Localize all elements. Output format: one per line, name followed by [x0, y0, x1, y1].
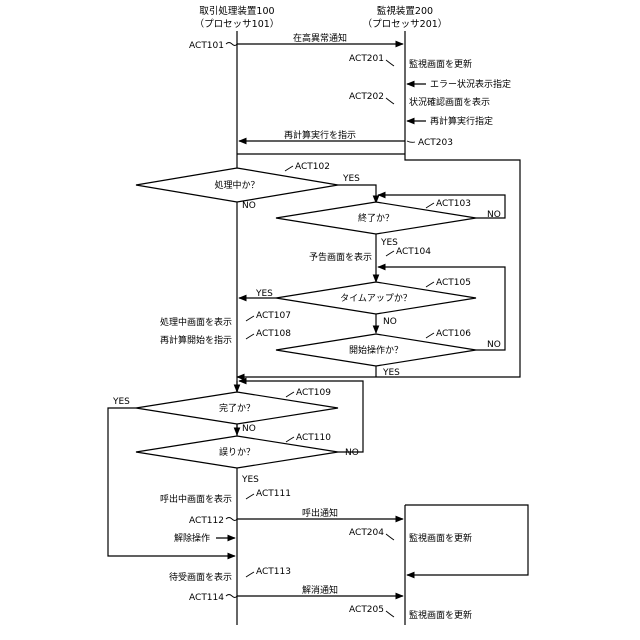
act108-tick — [246, 334, 254, 339]
release-notice-label: 解消通知 — [302, 584, 338, 596]
update-monitor-3: 監視画面を更新 — [409, 609, 472, 621]
no-103: NO — [487, 210, 501, 220]
act205-label: ACT205 — [349, 605, 384, 615]
act203-tick — [407, 141, 415, 142]
act103-tick — [426, 203, 434, 208]
yes-109: YES — [112, 397, 130, 407]
no-105: NO — [383, 317, 397, 327]
notice-screen-label: 予告画面を表示 — [309, 251, 372, 263]
act107-tick — [246, 316, 254, 321]
yes-106: YES — [382, 368, 400, 378]
act204-label: ACT204 — [349, 528, 384, 538]
yes-110: YES — [241, 475, 259, 485]
left-lifeline-subtitle: （プロセッサ101） — [195, 18, 280, 30]
act109-tick — [286, 392, 294, 397]
act110-label: ACT110 — [296, 433, 331, 443]
yes102-path — [338, 185, 376, 203]
left-lifeline-title: 取引処理装置100 — [199, 5, 274, 17]
act102-label: ACT102 — [295, 162, 330, 172]
act108-label: ACT108 — [256, 329, 291, 339]
decision-processing-text: 処理中か？ — [214, 179, 259, 191]
no-110: NO — [345, 448, 359, 458]
update-monitor-2: 監視画面を更新 — [409, 532, 472, 544]
act104-tick — [386, 251, 394, 256]
standby-screen-label: 待受画面を表示 — [169, 571, 232, 583]
no-106: NO — [487, 340, 501, 350]
yes-102: YES — [342, 174, 360, 184]
call-notice-label: 呼出通知 — [302, 507, 338, 519]
recalc-start-label: 再計算開始を指示 — [160, 334, 232, 346]
act110-tick — [286, 437, 294, 442]
act109-label: ACT109 — [296, 388, 331, 398]
right-lifeline-subtitle: （プロセッサ201） — [363, 18, 448, 30]
act114-label: ACT114 — [189, 593, 224, 603]
error-status-display: エラー状況表示指定 — [430, 78, 511, 90]
recalc-instruct-label: 再計算実行を指示 — [284, 129, 356, 141]
decision-finished-text: 終了か？ — [358, 212, 394, 224]
act205-tick — [386, 611, 394, 617]
recalc-designation: 再計算実行指定 — [430, 115, 493, 127]
act104-label: ACT104 — [396, 247, 431, 257]
act101-label: ACT101 — [189, 41, 224, 51]
act112-tick — [226, 518, 237, 521]
act103-label: ACT103 — [436, 199, 471, 209]
act113-label: ACT113 — [256, 567, 291, 577]
act202-label: ACT202 — [349, 92, 384, 102]
decision-error-text: 誤りか？ — [219, 446, 255, 458]
release-operation-label: 解除操作 — [174, 532, 210, 544]
yes109-path — [108, 408, 235, 556]
act105-label: ACT105 — [436, 278, 471, 288]
act102-tick — [285, 166, 293, 171]
update-monitor-1: 監視画面を更新 — [409, 58, 472, 70]
decision-start-op-text: 開始操作か？ — [349, 344, 403, 356]
act111-tick — [246, 494, 254, 499]
show-status-check: 状況確認画面を表示 — [409, 96, 490, 108]
act106-tick — [426, 333, 434, 338]
act202-tick — [386, 98, 394, 104]
act201-label: ACT201 — [349, 54, 384, 64]
anomaly-notice-label: 在高異常通知 — [293, 32, 347, 44]
processing-screen-label: 処理中画面を表示 — [160, 316, 232, 328]
decision-timeup-text: タイムアップか？ — [340, 293, 412, 304]
act111-label: ACT111 — [256, 489, 291, 499]
act113-tick — [246, 572, 254, 577]
act106-label: ACT106 — [436, 329, 471, 339]
act107-label: ACT107 — [256, 311, 291, 321]
decision-complete-text: 完了か？ — [219, 402, 255, 414]
right-lifeline-title: 監視装置200 — [377, 5, 433, 17]
no-102: NO — [242, 201, 256, 211]
call-screen-label: 呼出中画面を表示 — [160, 493, 232, 505]
act201-tick — [386, 60, 394, 66]
act204-tick — [386, 534, 394, 540]
act112-label: ACT112 — [189, 516, 224, 526]
act101-tick — [226, 43, 237, 46]
act203-label: ACT203 — [418, 138, 453, 148]
no-109: NO — [242, 424, 256, 434]
act105-tick — [426, 282, 434, 287]
act114-tick — [226, 595, 237, 598]
